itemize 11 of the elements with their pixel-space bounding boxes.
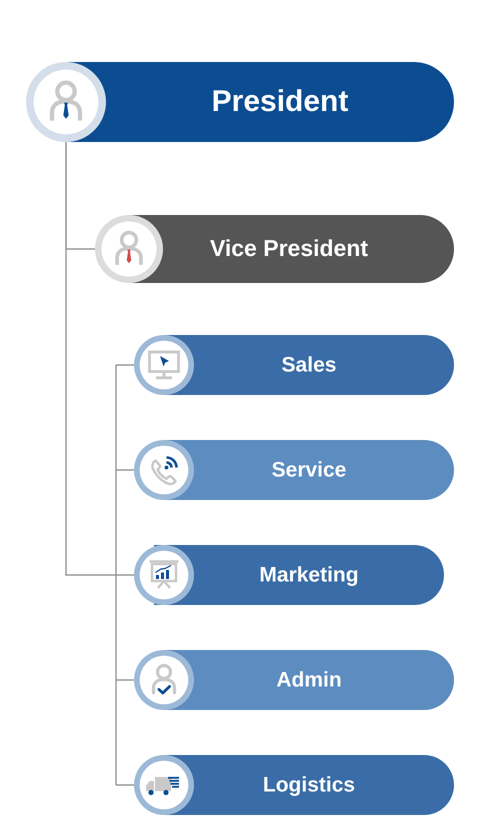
role-title: Marketing — [259, 562, 359, 588]
role-title: Admin — [276, 667, 342, 693]
connector-line — [116, 784, 134, 786]
connector-line — [116, 469, 134, 471]
role-title: President — [212, 84, 348, 120]
connector-line — [116, 679, 134, 681]
connector-line — [116, 574, 134, 576]
role-title: Logistics — [262, 772, 356, 798]
role-title: Sales — [282, 352, 336, 378]
role-title: Service — [272, 457, 346, 483]
role-title: Vice President — [210, 235, 368, 263]
